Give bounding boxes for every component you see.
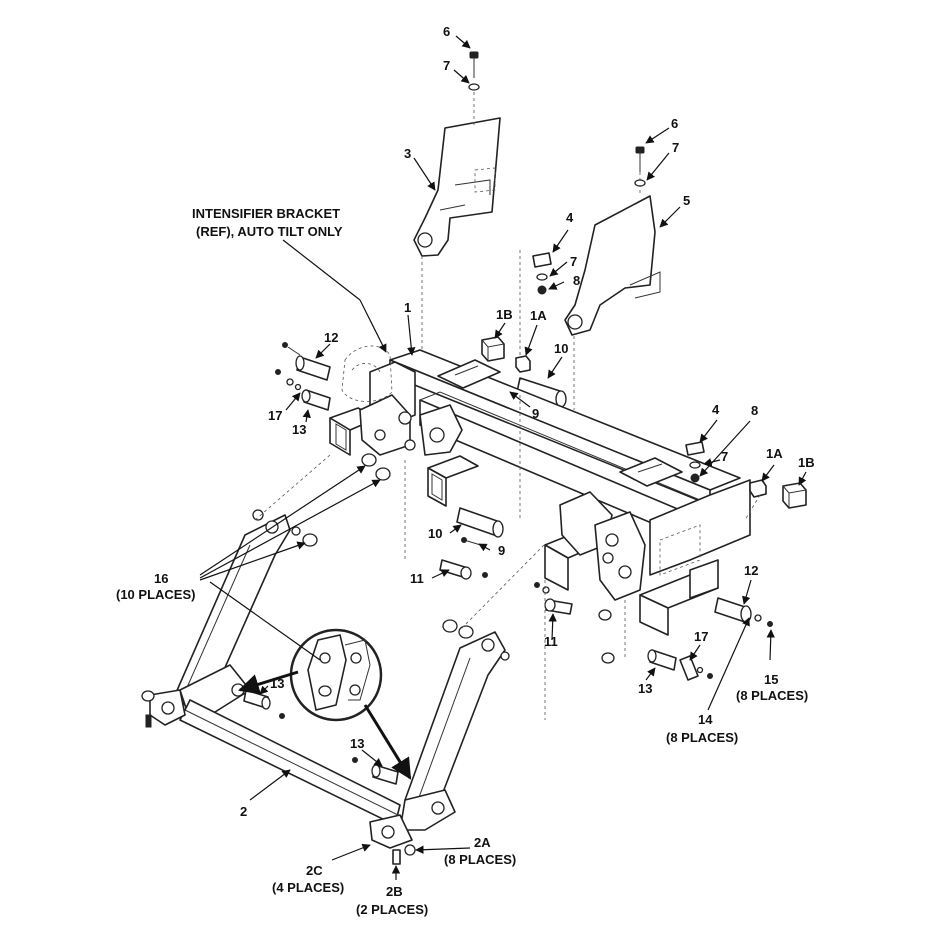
main-frame-part-1: [329, 349, 751, 636]
label-3: 3: [404, 146, 411, 161]
label-13-upper: 13: [292, 422, 306, 437]
label-7-upper-stack: 7: [570, 254, 577, 269]
pin-part-13-lower-left: [243, 689, 285, 719]
label-6-top: 6: [443, 24, 450, 39]
pin-part-10-upper: [516, 377, 567, 408]
pin-part-12-upper-left: [282, 342, 331, 381]
label-15: 15: [764, 672, 778, 687]
label-9-lower: 9: [498, 543, 505, 558]
stack-part-4-upper: [519, 250, 552, 360]
intensifier-bracket-ref: [341, 345, 393, 402]
label-2c-places: (4 PLACES): [272, 880, 344, 895]
label-2a: 2A: [474, 835, 491, 850]
pin-part-13-upper-left: [275, 369, 331, 411]
label-6-right: 6: [671, 116, 678, 131]
label-10-lower: 10: [428, 526, 442, 541]
label-9-upper: 9: [532, 406, 539, 421]
label-4-lower: 4: [712, 402, 720, 417]
plate-part-5: [564, 160, 661, 336]
bolt-part-6-top: [468, 51, 480, 91]
label-17-right: 17: [694, 629, 708, 644]
label-16: 16: [154, 571, 168, 586]
block-part-1b-upper: [481, 336, 505, 362]
label-8-lower: 8: [751, 403, 758, 418]
callout-labels: 6 7 3 6 7 5 INTENSIFIER BRACKET (REF), A…: [116, 24, 815, 917]
label-1b-lower: 1B: [798, 455, 815, 470]
detail-magnifier: [289, 628, 383, 722]
bolt-part-6-right: [634, 146, 646, 187]
label-intensifier-line1: INTENSIFIER BRACKET: [192, 206, 340, 221]
label-14-places: (8 PLACES): [666, 730, 738, 745]
label-13-lower-right: 13: [350, 736, 364, 751]
label-12-upper: 12: [324, 330, 338, 345]
block-part-1a-upper: [515, 355, 531, 373]
label-2: 2: [240, 804, 247, 819]
label-7-right: 7: [672, 140, 679, 155]
label-14: 14: [698, 712, 713, 727]
block-part-1a-lower: [749, 479, 767, 498]
leader-lines: [199, 35, 807, 880]
label-1b-upper: 1B: [496, 307, 513, 322]
label-7-top: 7: [443, 58, 450, 73]
label-5: 5: [683, 193, 690, 208]
lower-arm-assembly-part-2: [141, 509, 510, 865]
pin-part-13-right: [647, 649, 677, 671]
label-16-places: (10 PLACES): [116, 587, 195, 602]
plate-part-3: [413, 92, 501, 350]
label-15-places: (8 PLACES): [736, 688, 808, 703]
label-2b: 2B: [386, 884, 403, 899]
label-8-upper: 8: [573, 273, 580, 288]
block-part-1b-lower: [782, 482, 807, 509]
label-11-right: 11: [544, 634, 558, 649]
stack-part-4-lower: [685, 441, 705, 483]
pin-part-17-right: [679, 655, 713, 681]
label-2b-places: (2 PLACES): [356, 902, 428, 917]
pin-part-10-lower: [456, 507, 504, 538]
assembly-guide-lines: [254, 336, 761, 720]
label-13-right: 13: [638, 681, 652, 696]
label-10-upper: 10: [554, 341, 568, 356]
label-1a-upper: 1A: [530, 308, 547, 323]
label-2c: 2C: [306, 863, 323, 878]
pin-part-12-right: [714, 597, 773, 627]
label-13-lower-left: 13: [270, 676, 284, 691]
label-11-left: 11: [410, 571, 424, 586]
label-1a-lower: 1A: [766, 446, 783, 461]
pin-part-11-left: [439, 559, 488, 580]
label-17-upper: 17: [268, 408, 282, 423]
label-2a-places: (8 PLACES): [444, 852, 516, 867]
label-4-upper: 4: [566, 210, 574, 225]
label-12-right: 12: [744, 563, 758, 578]
label-1: 1: [404, 300, 411, 315]
label-intensifier-line2: (REF), AUTO TILT ONLY: [196, 224, 343, 239]
label-7-lower-stack: 7: [721, 449, 728, 464]
pin-part-13-lower-right: [352, 757, 399, 785]
